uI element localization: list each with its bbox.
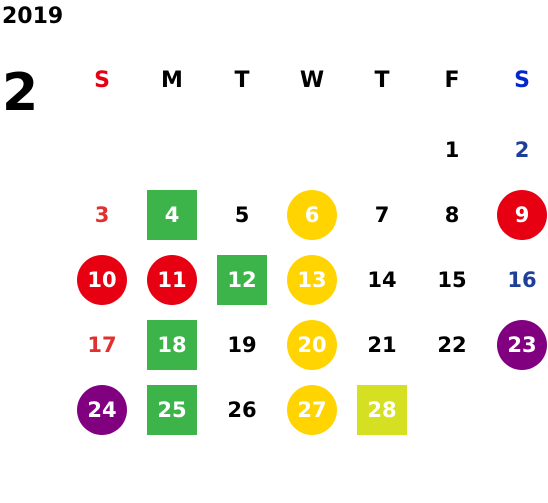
calendar-day-number: 10 <box>77 255 127 305</box>
calendar-day-cell[interactable]: 14 <box>347 250 417 310</box>
calendar-day-number: 22 <box>437 333 467 357</box>
calendar-day-number: 2 <box>514 138 530 162</box>
calendar-day-number: 6 <box>287 190 337 240</box>
calendar-day-cell[interactable]: 17 <box>67 315 137 375</box>
weekday-label: S <box>514 67 530 93</box>
calendar-week-row: 17 18 19 20 21 22 23 <box>67 315 548 375</box>
calendar-day-cell[interactable]: 12 <box>207 250 277 310</box>
calendar-day-number: 17 <box>87 333 117 357</box>
calendar-day-cell[interactable]: 21 <box>347 315 417 375</box>
weekday-label: M <box>161 67 183 93</box>
calendar-day-cell[interactable]: 5 <box>207 185 277 245</box>
calendar-day-cell[interactable]: 1 <box>417 120 487 180</box>
calendar-day-cell[interactable]: 4 <box>137 185 207 245</box>
calendar-day-cell[interactable]: 23 <box>487 315 548 375</box>
calendar-day-number: 18 <box>147 320 197 370</box>
calendar-day-cell[interactable]: 20 <box>277 315 347 375</box>
calendar-week-row: 3 4 5 6 7 8 9 <box>67 185 548 245</box>
calendar-day-number: 4 <box>147 190 197 240</box>
weekday-label: F <box>444 67 460 93</box>
calendar-day-cell[interactable]: 25 <box>137 380 207 440</box>
weekday-label: T <box>374 67 390 93</box>
calendar-year: 2019 <box>2 4 64 29</box>
calendar-day-number: 23 <box>497 320 547 370</box>
calendar-day-cell[interactable]: 19 <box>207 315 277 375</box>
calendar-day-number: 25 <box>147 385 197 435</box>
calendar-day-cell[interactable]: 18 <box>137 315 207 375</box>
calendar-day-number: 19 <box>227 333 257 357</box>
weekday-label: S <box>94 67 110 93</box>
calendar-day-number: 9 <box>497 190 547 240</box>
calendar-day-cell[interactable]: 3 <box>67 185 137 245</box>
calendar-day-number: 1 <box>444 138 460 162</box>
calendar-day-number: 11 <box>147 255 197 305</box>
calendar-day-number: 7 <box>374 203 390 227</box>
calendar-day-cell[interactable]: 6 <box>277 185 347 245</box>
calendar-day-cell[interactable]: 24 <box>67 380 137 440</box>
calendar-day-number: 5 <box>234 203 250 227</box>
calendar-day-cell[interactable]: 28 <box>347 380 417 440</box>
calendar-day-cell[interactable]: 10 <box>67 250 137 310</box>
calendar-day-cell[interactable]: 8 <box>417 185 487 245</box>
calendar-week-row: 24 25 26 27 28 <box>67 380 548 440</box>
weekday-label: W <box>299 67 325 93</box>
calendar-day-cell[interactable]: 16 <box>487 250 548 310</box>
calendar-day-number: 3 <box>94 203 110 227</box>
calendar-day-number: 28 <box>357 385 407 435</box>
calendar-day-number: 14 <box>367 268 397 292</box>
calendar-month: 2 <box>2 63 39 123</box>
calendar-day-number: 27 <box>287 385 337 435</box>
calendar-day-number: 21 <box>367 333 397 357</box>
calendar-day-number: 24 <box>77 385 127 435</box>
calendar-day-number: 16 <box>507 268 537 292</box>
calendar-day-cell[interactable]: 9 <box>487 185 548 245</box>
calendar-day-number: 13 <box>287 255 337 305</box>
calendar-day-cell[interactable]: 2 <box>487 120 548 180</box>
calendar-day-cell[interactable]: 27 <box>277 380 347 440</box>
calendar-day-number: 12 <box>217 255 267 305</box>
calendar-day-number: 8 <box>444 203 460 227</box>
weekday-label: T <box>234 67 250 93</box>
calendar-day-number: 15 <box>437 268 467 292</box>
calendar-day-cell[interactable]: 11 <box>137 250 207 310</box>
calendar-day-cell[interactable]: 13 <box>277 250 347 310</box>
calendar-week-row: 10 11 12 13 14 15 16 <box>67 250 548 310</box>
calendar-day-cell[interactable]: 26 <box>207 380 277 440</box>
calendar-day-cell[interactable]: 15 <box>417 250 487 310</box>
calendar-day-number: 26 <box>227 398 257 422</box>
calendar-day-cell[interactable]: 7 <box>347 185 417 245</box>
calendar-day-cell[interactable]: 22 <box>417 315 487 375</box>
calendar-day-number: 20 <box>287 320 337 370</box>
